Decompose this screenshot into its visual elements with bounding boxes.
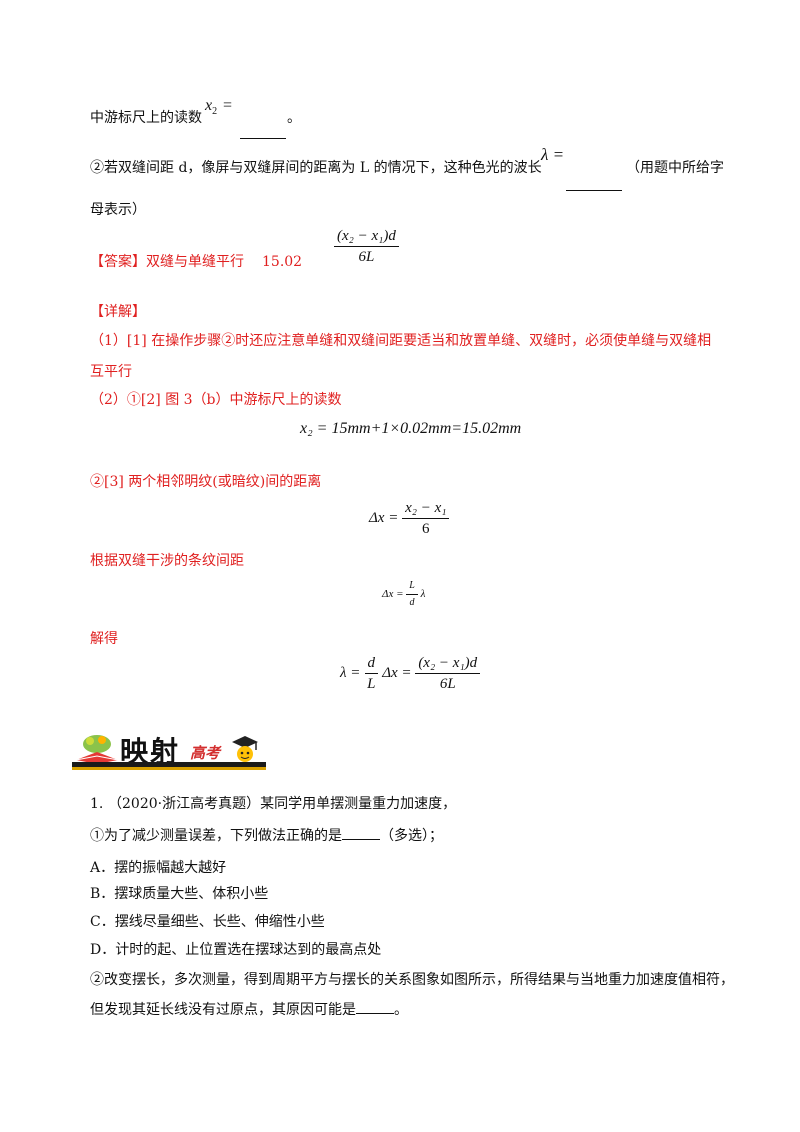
- x2-reading-prefix: 中游标尺上的读数: [90, 110, 202, 126]
- detail-p2: （2）①[2] 图 3（b）中游标尺上的读数: [90, 392, 342, 408]
- banner-divider-accent: [72, 767, 266, 770]
- x2-answer-blank[interactable]: [240, 124, 286, 143]
- question-part2-cont: 但发现其延长线没有过原点，其原因可能是 。: [90, 1000, 408, 1020]
- wavelength-hint-cont: 母表示）: [90, 202, 146, 218]
- eq4-lhs: λ =: [340, 664, 361, 681]
- question-number: 1.: [90, 796, 104, 812]
- question-source: （2020·浙江高考真题）某同学用单摆测量重力加速度，: [108, 796, 457, 812]
- eq4-num2: (x₂ − x₁)d: [415, 655, 481, 674]
- detail-p3: ②[3] 两个相邻明纹(或暗纹)间的距离: [90, 474, 322, 490]
- question-part2-tail: 。: [394, 1002, 408, 1018]
- answer-part2: 15.02: [262, 254, 303, 270]
- option-d: D．计时的起、止位置选在摆球达到的最高点处: [90, 942, 382, 958]
- equation-x2: x₂ = 15mm+1×0.02mm=15.02mm: [300, 420, 522, 437]
- eq3-den: d: [409, 597, 415, 608]
- option-c: C．摆线尽量细些、长些、伸缩性小些: [90, 914, 325, 930]
- question-part2: ②改变摆长，多次测量，得到周期平方与摆长的关系图象如图所示，所得结果与当地重力加…: [90, 972, 734, 988]
- question-part2-text: 但发现其延长线没有过原点，其原因可能是: [90, 1002, 356, 1018]
- wavelength-hint: （用题中所给字: [626, 160, 724, 176]
- answer-part1: 双缝与单缝平行: [146, 254, 244, 270]
- eq3-num: L: [406, 580, 418, 595]
- x2-equals: =: [223, 97, 233, 114]
- option-a: A．摆的振幅越大越好: [90, 860, 227, 876]
- equation-lambda: λ = d L Δx = (x₂ − x₁)d 6L: [340, 655, 481, 692]
- lambda-equals: λ =: [541, 145, 565, 164]
- answer-frac-num: (x₂ − x₁)d: [334, 228, 399, 247]
- question-part1-text: ①为了减少测量误差，下列做法正确的是: [90, 828, 342, 844]
- eq2-lhs: Δx =: [369, 509, 399, 526]
- x2-variable: x2: [205, 97, 218, 118]
- question-part2-blank[interactable]: [356, 1013, 394, 1014]
- eq4-mid: Δx =: [382, 664, 412, 681]
- eq4-den1: L: [367, 676, 376, 692]
- book-icon: [75, 735, 119, 764]
- detail-p1: （1）[1] 在操作步骤②时还应注意单缝和双缝间距要适当和放置单缝、双缝时，必须…: [90, 333, 712, 349]
- eq3-tail: λ: [420, 588, 426, 601]
- eq2-num: x₂ − x₁: [402, 500, 450, 519]
- detail-label: 【详解】: [90, 304, 146, 320]
- equation-fringe-spacing: Δx = L d λ: [382, 580, 425, 609]
- graduate-icon: [232, 736, 258, 762]
- question-part1-tail: （多选）；: [380, 828, 443, 844]
- detail-p5: 解得: [90, 631, 118, 647]
- answer-label: 【答案】: [90, 254, 146, 270]
- answer-fraction: (x₂ − x₁)d 6L: [334, 228, 399, 265]
- option-b: B．摆球质量大些、体积小些: [90, 886, 269, 902]
- answer-line: 【答案】双缝与单缝平行: [90, 252, 244, 272]
- wavelength-question: ②若双缝间距 d，像屏与双缝屏间的距离为 L 的情况下，这种色光的波长: [90, 160, 542, 176]
- banner-divider: [72, 762, 266, 767]
- equation-delta-x: Δx = x₂ − x₁ 6: [369, 500, 450, 537]
- question-part1: ①为了减少测量误差，下列做法正确的是 （多选）；: [90, 826, 443, 846]
- x2-reading-line: 中游标尺上的读数: [90, 108, 202, 128]
- detail-p1b: 互平行: [90, 364, 132, 380]
- answer-frac-den: 6L: [358, 249, 375, 265]
- banner-subtitle: 高考: [190, 744, 221, 762]
- eq4-den2: 6L: [439, 676, 456, 692]
- eq2-den: 6: [422, 521, 430, 537]
- detail-p4: 根据双缝干涉的条纹间距: [90, 553, 244, 569]
- x2-suffix: 。: [287, 110, 301, 126]
- wavelength-answer-blank[interactable]: [566, 176, 622, 195]
- eq3-lhs: Δx =: [382, 588, 404, 601]
- eq4-num1: d: [364, 655, 379, 674]
- question-part1-blank[interactable]: [342, 839, 380, 840]
